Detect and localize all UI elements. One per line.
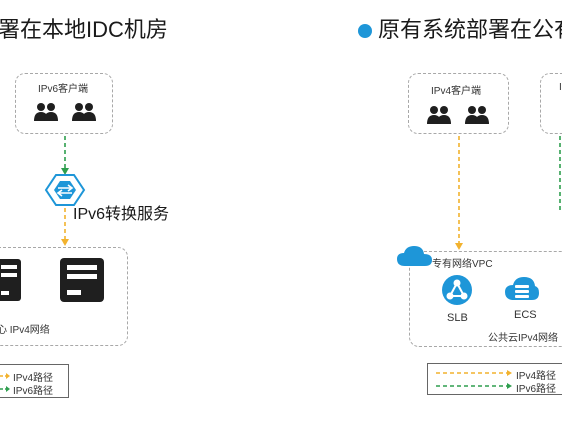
right-legend-ipv6: IPv6路径 (516, 384, 557, 395)
ipv6-client-box: IPv6客户端 (15, 73, 113, 134)
slb-label: SLB (447, 312, 468, 324)
user-group-icon (427, 106, 451, 124)
ipv4-path-arrow (455, 243, 463, 250)
right-legend-box (427, 363, 562, 395)
public-cloud-box: 公共云IPv4网络 (409, 251, 562, 347)
vpc-label: 专有网络VPC (432, 259, 493, 270)
user-group-icon (72, 103, 96, 121)
server-icon (60, 258, 104, 302)
user-group-icon (465, 106, 489, 124)
ipv4-client-title: IPv4客户端 (431, 86, 482, 97)
ipv4-path-arrow (61, 239, 69, 246)
left-legend-ipv4: IPv4路径 (13, 373, 54, 384)
server-icon (0, 259, 21, 301)
left-legend-ipv6: IPv6路径 (13, 386, 54, 397)
client-box2-title: I (559, 82, 562, 93)
ipv6-converter-icon (44, 174, 86, 206)
left-legend-box (0, 364, 69, 398)
public-cloud-network-label: 公共云IPv4网络 (488, 333, 559, 344)
ipv6-service-label: IPv6转换服务 (73, 206, 170, 223)
ecs-icon (505, 277, 539, 300)
right-legend-ipv4: IPv4路径 (516, 371, 557, 382)
ipv6-client-box-2: I (540, 73, 562, 134)
cloud-icon (397, 246, 432, 266)
ipv6-client-title: IPv6客户端 (38, 84, 89, 95)
user-group-icon (34, 103, 58, 121)
right-heading: 原有系统部署在公有 (378, 17, 562, 42)
heading-bullet (358, 24, 372, 38)
left-heading: 署在本地IDC机房 (0, 17, 168, 42)
ipv4-client-box: IPv4客户端 (408, 73, 509, 134)
ipv6-path-arrow (61, 168, 69, 175)
ecs-label: ECS (514, 309, 537, 321)
slb-icon (442, 275, 472, 305)
left-network-label: 心 IPv4网络 (0, 325, 50, 336)
